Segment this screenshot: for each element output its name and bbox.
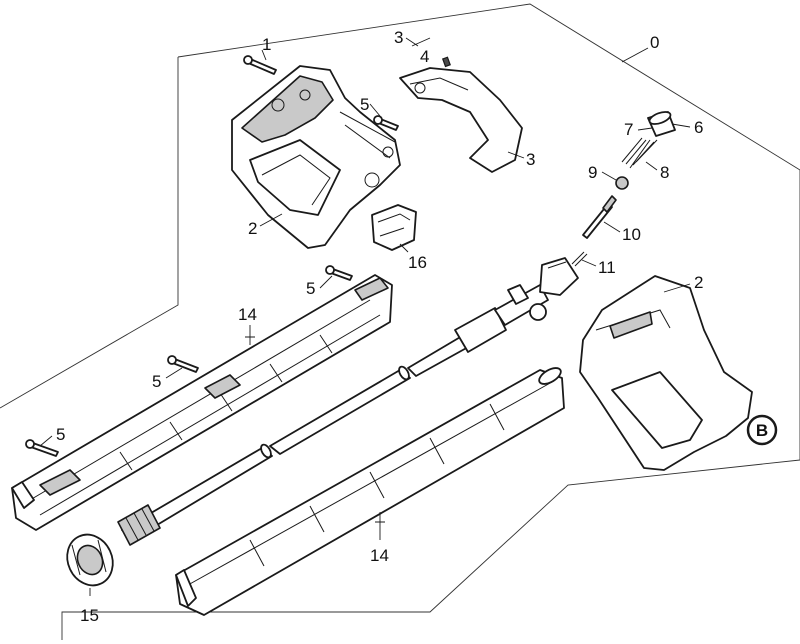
callout-0: 0 bbox=[650, 33, 659, 52]
leader-lines bbox=[39, 37, 691, 596]
screw-part-1 bbox=[243, 55, 277, 75]
callout-2-handle: 2 bbox=[694, 273, 703, 292]
callout-3-top: 3 bbox=[394, 28, 403, 47]
badge-letter: B bbox=[756, 421, 768, 440]
ball-part-9 bbox=[615, 176, 629, 190]
callout-15: 15 bbox=[80, 606, 99, 625]
view-badge-b: B bbox=[746, 414, 778, 446]
plug-part-6 bbox=[647, 111, 676, 137]
callout-5-mid: 5 bbox=[152, 372, 161, 391]
needle-part-10 bbox=[582, 195, 617, 239]
callout-labels: 0 1 2 2 3 3 4 5 5 5 5 6 7 8 9 10 11 14 1… bbox=[56, 28, 703, 625]
callout-5-left: 5 bbox=[56, 425, 65, 444]
screw-part-5-left bbox=[25, 439, 59, 457]
clip-part-16 bbox=[371, 204, 417, 251]
screw-part-5-upper bbox=[373, 115, 399, 131]
lance-tube-long bbox=[121, 335, 471, 541]
callout-1: 1 bbox=[262, 35, 271, 54]
upper-housing-part-2 bbox=[231, 65, 401, 249]
pin-part-4 bbox=[441, 56, 451, 68]
callout-5-upper: 5 bbox=[360, 95, 369, 114]
trigger-part-3 bbox=[399, 67, 523, 173]
screw-part-5-rail bbox=[325, 265, 353, 281]
rail-part-14-bottom bbox=[175, 367, 565, 616]
assembly-frame bbox=[0, 3, 800, 640]
handle-part-2 bbox=[579, 275, 753, 471]
nut-part-15 bbox=[66, 533, 114, 587]
callout-3-trigger: 3 bbox=[526, 150, 535, 169]
callout-14-top: 14 bbox=[238, 305, 257, 324]
callout-4: 4 bbox=[420, 47, 429, 66]
callout-5-rail: 5 bbox=[306, 279, 315, 298]
valve-body bbox=[539, 257, 579, 296]
rail-part-14-left bbox=[11, 274, 393, 531]
oring-part-11 bbox=[571, 251, 588, 267]
callout-2-housing: 2 bbox=[248, 219, 257, 238]
lance-connector bbox=[454, 284, 549, 353]
callout-14-bottom: 14 bbox=[370, 546, 389, 565]
callout-10: 10 bbox=[622, 225, 641, 244]
callout-7: 7 bbox=[624, 120, 633, 139]
threaded-nozzle-end bbox=[117, 504, 161, 546]
callout-8: 8 bbox=[660, 163, 669, 182]
callout-6: 6 bbox=[694, 118, 703, 137]
spring-part-8 bbox=[621, 137, 658, 169]
callout-11: 11 bbox=[598, 258, 616, 277]
callout-9: 9 bbox=[588, 163, 597, 182]
screw-part-5-mid bbox=[167, 355, 199, 373]
callout-16: 16 bbox=[408, 253, 427, 272]
